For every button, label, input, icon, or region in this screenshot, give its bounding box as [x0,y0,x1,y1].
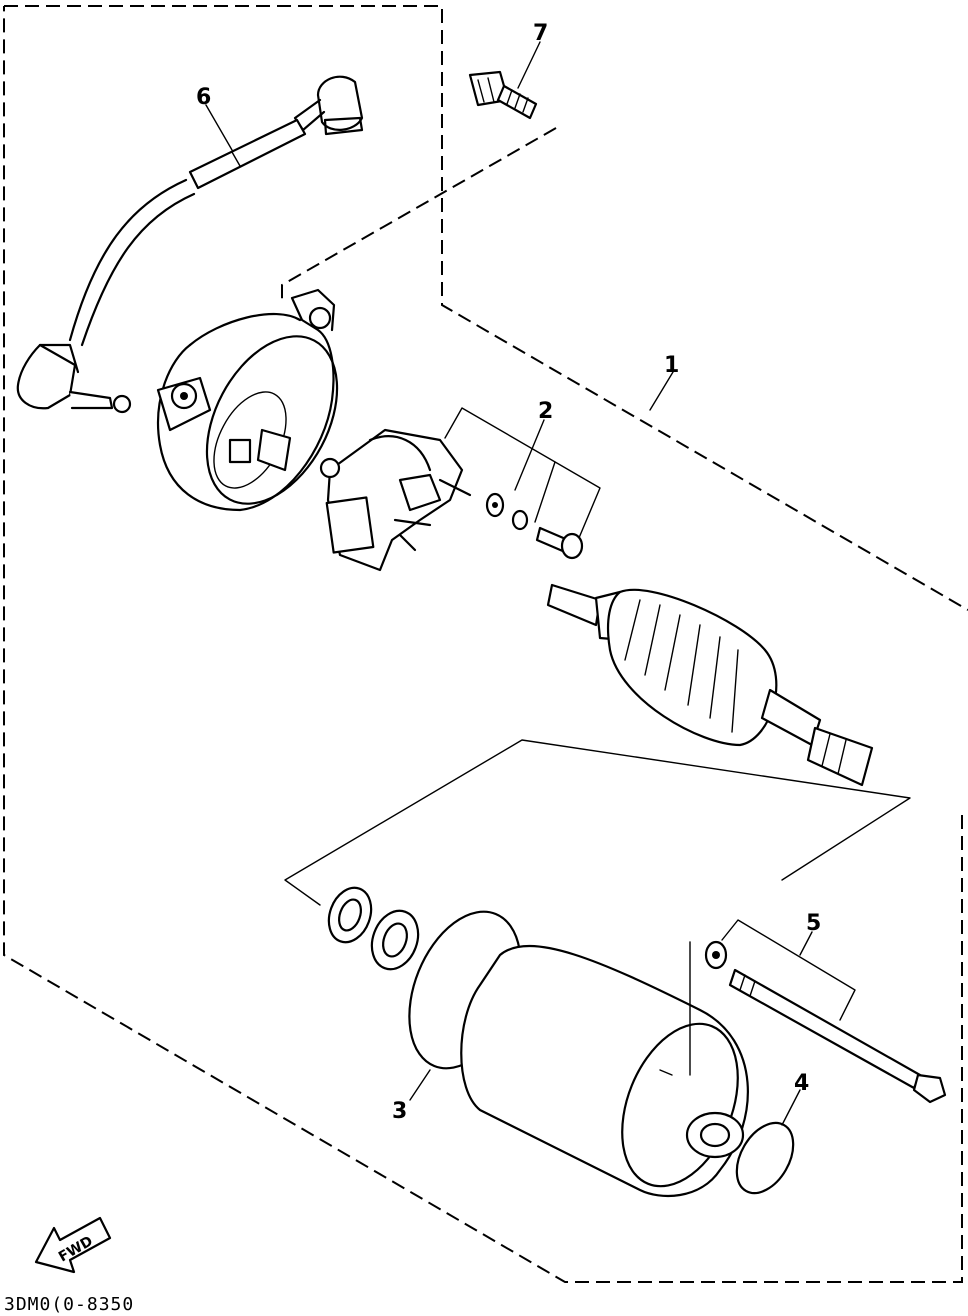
callout-leaders [205,41,813,1126]
screw-bolt [468,70,538,120]
yoke-housing [460,944,749,1198]
through-bolt-set [704,940,947,1104]
bolt-guide-line [281,127,557,300]
bolt-bracket [689,919,856,1076]
callout-7: 7 [533,21,548,46]
callout-4: 4 [794,1071,809,1096]
figure-code: 3DM0(0-8350 [4,1294,135,1315]
armature-bracket [284,739,911,906]
shim-and-o-ring [327,886,522,1070]
lead-wire-assembly [16,75,364,414]
brush-holder-bracket [444,407,601,546]
fwd-arrow-icon: FWD [34,1216,112,1274]
callout-5: 5 [806,911,821,936]
callout-2: 2 [538,399,553,424]
rear-cover [156,288,339,512]
callout-6: 6 [196,85,211,110]
callout-3: 3 [392,1099,407,1124]
armature [546,583,874,787]
callout-1: 1 [664,353,679,378]
brush-holder [319,428,472,572]
o-ring [735,1121,795,1195]
assembly-boundary [3,5,968,1283]
washer-screw-set [485,492,584,560]
